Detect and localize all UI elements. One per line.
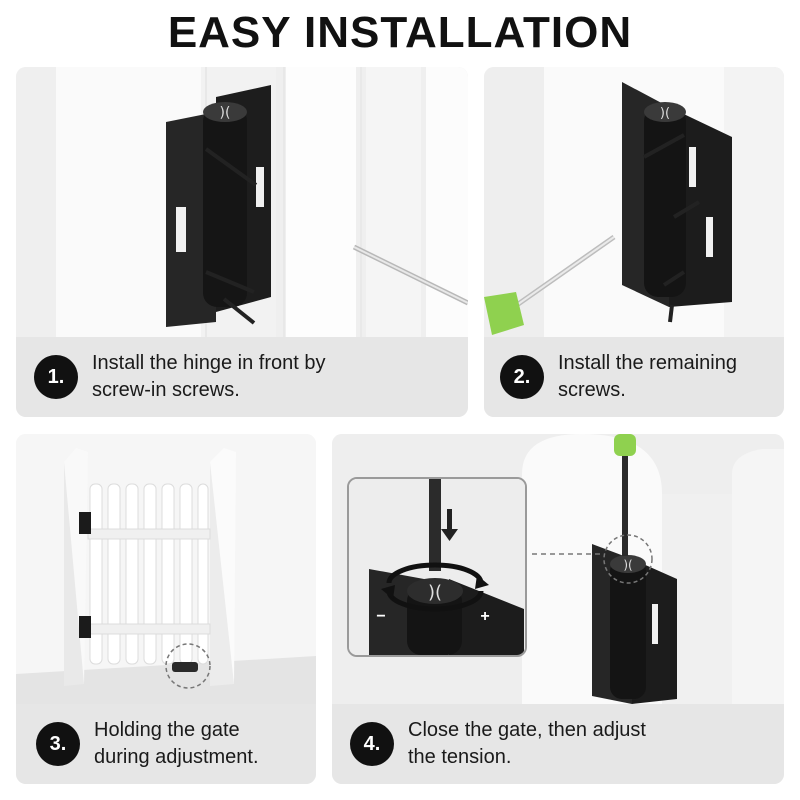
hinge-icon: )( bbox=[622, 82, 732, 307]
screw-icon bbox=[204, 147, 258, 325]
screwdriver-icon bbox=[484, 234, 616, 335]
step-description: Holding the gate during adjustment. bbox=[94, 719, 259, 768]
step-number-badge: 1. bbox=[34, 355, 78, 399]
step-1-illustration: )( bbox=[16, 67, 468, 337]
down-arrow-icon bbox=[441, 509, 458, 541]
screw-icon bbox=[643, 133, 701, 323]
step-number-badge: 2. bbox=[500, 355, 544, 399]
step-panel-3: 3. Holding the gate during adjustment. bbox=[16, 434, 316, 784]
screwdriver-icon bbox=[614, 434, 636, 556]
step-2-caption: 2. Install the remaining screws. bbox=[484, 337, 784, 417]
plus-label: + bbox=[480, 608, 489, 625]
svg-text:)(: )( bbox=[660, 106, 670, 121]
step-panel-4: )( )( bbox=[332, 434, 784, 784]
step-1-caption: 1. Install the hinge in front by screw-i… bbox=[16, 337, 468, 417]
hinge-icon: )( bbox=[166, 85, 271, 327]
screwdriver-icon bbox=[352, 244, 468, 306]
step-panel-2: )( 2. Install the remaining screws. bbox=[484, 67, 784, 417]
tension-detail-inset: )( − + bbox=[347, 477, 527, 657]
dashed-circle-icon bbox=[165, 643, 211, 689]
gate-stop bbox=[172, 662, 198, 672]
step-description: Install the remaining screws. bbox=[558, 352, 737, 401]
svg-text:)(: )( bbox=[220, 105, 231, 121]
step-number-badge: 4. bbox=[350, 722, 394, 766]
step-number-badge: 3. bbox=[36, 722, 80, 766]
step-panel-1: )( 1. Install the hinge in front by scre… bbox=[16, 67, 468, 417]
dashed-circle-icon bbox=[603, 534, 653, 584]
step-4-caption: 4. Close the gate, then adjust the tensi… bbox=[332, 704, 784, 784]
step-3-illustration bbox=[16, 434, 316, 704]
minus-label: − bbox=[376, 608, 385, 625]
page-title: EASY INSTALLATION bbox=[167, 8, 633, 57]
step-4-illustration: )( )( bbox=[332, 434, 784, 704]
step-description: Close the gate, then adjust the tension. bbox=[408, 719, 646, 768]
step-2-illustration: )( bbox=[484, 67, 784, 337]
hinge-icon bbox=[79, 512, 91, 638]
rotate-arrow-icon bbox=[386, 562, 484, 612]
svg-text:)(: )( bbox=[623, 558, 632, 572]
svg-text:)(: )( bbox=[428, 582, 442, 603]
step-3-caption: 3. Holding the gate during adjustment. bbox=[16, 704, 316, 784]
step-description: Install the hinge in front by screw-in s… bbox=[92, 352, 326, 401]
hinge-icon: )( bbox=[592, 544, 677, 704]
gate-pickets bbox=[89, 483, 209, 665]
